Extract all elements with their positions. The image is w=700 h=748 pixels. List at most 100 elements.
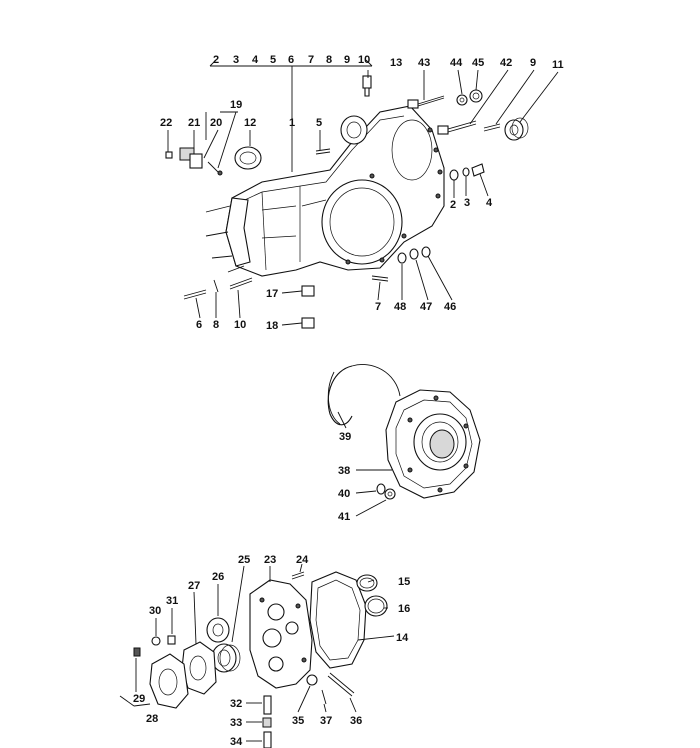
part-13-plug xyxy=(362,75,372,97)
label-40: 40 xyxy=(338,488,350,500)
label-46: 46 xyxy=(444,301,456,313)
part-35-washer xyxy=(306,674,318,686)
label-43: 43 xyxy=(418,57,430,69)
part-20-21-22-sender xyxy=(165,147,223,176)
label-39: 39 xyxy=(339,431,351,443)
label-25: 25 xyxy=(238,554,250,566)
part-36-shaft xyxy=(327,672,355,697)
part-31-screw xyxy=(167,635,176,645)
label-20: 20 xyxy=(210,117,222,129)
part-46-47-48-washers xyxy=(397,246,431,264)
part-12-seal xyxy=(234,146,262,170)
part-2-3-4-washers xyxy=(449,163,485,181)
part-43-bolt xyxy=(407,95,445,109)
part-40-washer xyxy=(376,483,386,495)
label-5-top: 5 xyxy=(270,54,276,66)
part-11-bearing xyxy=(504,117,529,141)
label-2: 2 xyxy=(450,199,456,211)
part-37-stud xyxy=(321,689,327,705)
label-23: 23 xyxy=(264,554,276,566)
top-bar-labels: 2 3 4 5 6 7 8 9 10 xyxy=(213,54,370,66)
label-4-top: 4 xyxy=(252,54,259,66)
main-housing xyxy=(205,105,445,277)
label-31: 31 xyxy=(166,595,178,607)
label-27: 27 xyxy=(188,580,200,592)
transmission-housing-assembly: 2 3 4 5 6 7 8 9 10 xyxy=(160,54,564,332)
part-18-plug xyxy=(301,317,315,329)
label-8-top: 8 xyxy=(326,54,332,66)
leader-lines-bottom xyxy=(119,563,395,742)
label-16: 16 xyxy=(398,603,410,615)
label-9: 9 xyxy=(530,57,536,69)
label-35: 35 xyxy=(292,715,304,727)
label-10-top: 10 xyxy=(358,54,370,66)
part-25-bearing xyxy=(211,643,241,673)
part-38-cover xyxy=(385,389,481,499)
label-47: 47 xyxy=(420,301,432,313)
gear-carrier-assembly: 25 23 24 26 27 31 30 15 16 14 29 28 32 3… xyxy=(119,554,410,748)
part-34-pin xyxy=(263,731,272,748)
label-5: 5 xyxy=(316,117,322,129)
part-45-cap-nut xyxy=(469,89,483,103)
label-36: 36 xyxy=(350,715,362,727)
label-34: 34 xyxy=(230,736,243,748)
part-5-stud xyxy=(315,148,331,155)
part-23-carrier xyxy=(249,579,313,689)
label-18: 18 xyxy=(266,320,278,332)
label-11: 11 xyxy=(552,59,564,71)
part-32-pin xyxy=(263,695,272,715)
part-9-stud xyxy=(483,123,501,132)
label-21: 21 xyxy=(188,117,200,129)
part-30-washer xyxy=(151,636,161,646)
leader-lines-middle xyxy=(337,411,392,517)
label-29: 29 xyxy=(133,693,145,705)
labels-middle: 39 38 40 41 xyxy=(338,431,351,523)
part-16-ring xyxy=(364,595,388,617)
label-4: 4 xyxy=(486,197,493,209)
part-33-bushing xyxy=(262,717,272,728)
label-15: 15 xyxy=(398,576,410,588)
label-37: 37 xyxy=(320,715,332,727)
label-45: 45 xyxy=(472,57,484,69)
part-14-gasket xyxy=(309,571,367,669)
label-30: 30 xyxy=(149,605,161,617)
label-42: 42 xyxy=(500,57,512,69)
label-44: 44 xyxy=(450,57,463,69)
label-8: 8 xyxy=(213,319,219,331)
part-26-bearing xyxy=(206,617,230,643)
label-2-top: 2 xyxy=(213,54,219,66)
label-24: 24 xyxy=(296,554,309,566)
labels-top: 13 43 44 45 42 9 11 19 22 21 20 12 1 5 2… xyxy=(160,57,564,332)
label-7: 7 xyxy=(375,301,381,313)
label-14: 14 xyxy=(396,632,409,644)
label-6-top: 6 xyxy=(288,54,294,66)
labels-bottom: 25 23 24 26 27 31 30 15 16 14 29 28 32 3… xyxy=(133,554,410,748)
label-7-top: 7 xyxy=(308,54,314,66)
label-3: 3 xyxy=(464,197,470,209)
part-7-stud xyxy=(371,275,389,282)
label-32: 32 xyxy=(230,698,242,710)
part-6-8-10-studs xyxy=(183,277,253,300)
part-29-screw xyxy=(133,647,141,657)
label-17: 17 xyxy=(266,288,278,300)
label-28: 28 xyxy=(146,713,158,725)
part-17-plug xyxy=(301,285,315,297)
part-24-pin xyxy=(291,571,305,580)
part-41-nut xyxy=(384,488,396,500)
label-19: 19 xyxy=(230,99,242,111)
label-12: 12 xyxy=(244,117,256,129)
label-9-top: 9 xyxy=(344,54,350,66)
part-39-o-ring xyxy=(327,364,401,426)
label-10: 10 xyxy=(234,319,246,331)
part-15-ring xyxy=(356,574,378,592)
label-48: 48 xyxy=(394,301,406,313)
label-6: 6 xyxy=(196,319,202,331)
label-33: 33 xyxy=(230,717,242,729)
label-13: 13 xyxy=(390,57,402,69)
intermediate-cover-assembly: 39 38 40 41 xyxy=(327,364,481,523)
part-28-flange xyxy=(149,653,189,709)
label-22: 22 xyxy=(160,117,172,129)
label-1: 1 xyxy=(289,117,295,129)
part-44-nut xyxy=(456,94,468,106)
